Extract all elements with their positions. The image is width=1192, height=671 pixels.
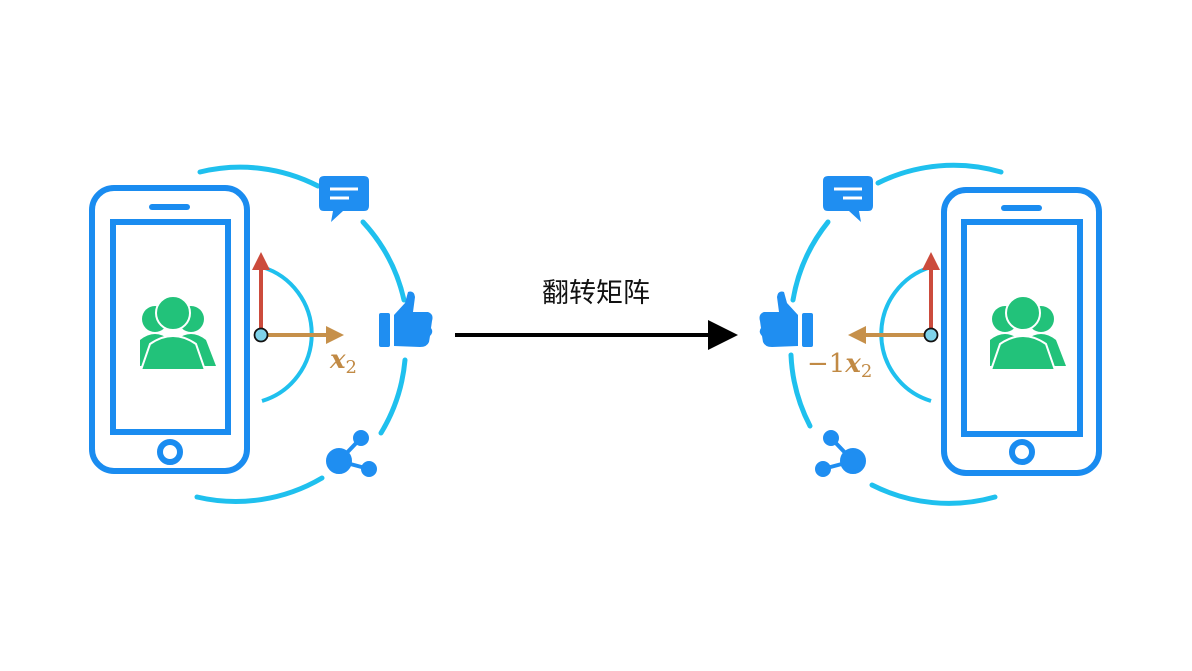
right-up-axis (922, 252, 940, 335)
right-group: −1x2 (759, 162, 1102, 506)
right-axis-label: −1x2 (807, 349, 872, 382)
right-axis-origin (923, 327, 939, 343)
left-smartphone-icon (89, 185, 250, 474)
caption: 翻转矩阵 (542, 278, 650, 309)
left-share-icon (326, 430, 377, 477)
flip-arrow (455, 320, 738, 350)
left-x-axis (261, 326, 344, 344)
left-group: x2 (89, 164, 433, 504)
left-chat-bubble-icon (319, 176, 369, 222)
left-axis-origin (253, 327, 269, 343)
right-thumbs-up-icon (759, 291, 813, 347)
right-share-icon (815, 430, 866, 477)
right-user-group-icon (989, 295, 1066, 371)
right-x-axis (848, 326, 931, 344)
right-chat-bubble-icon (823, 176, 873, 222)
right-smartphone-icon (941, 187, 1102, 476)
left-outer-arc (194, 164, 408, 504)
right-outer-arc (788, 162, 1004, 506)
left-thumbs-up-icon (379, 291, 433, 347)
left-user-group-icon (139, 295, 216, 371)
left-axis-label: x2 (329, 345, 357, 378)
left-up-axis (252, 252, 270, 335)
